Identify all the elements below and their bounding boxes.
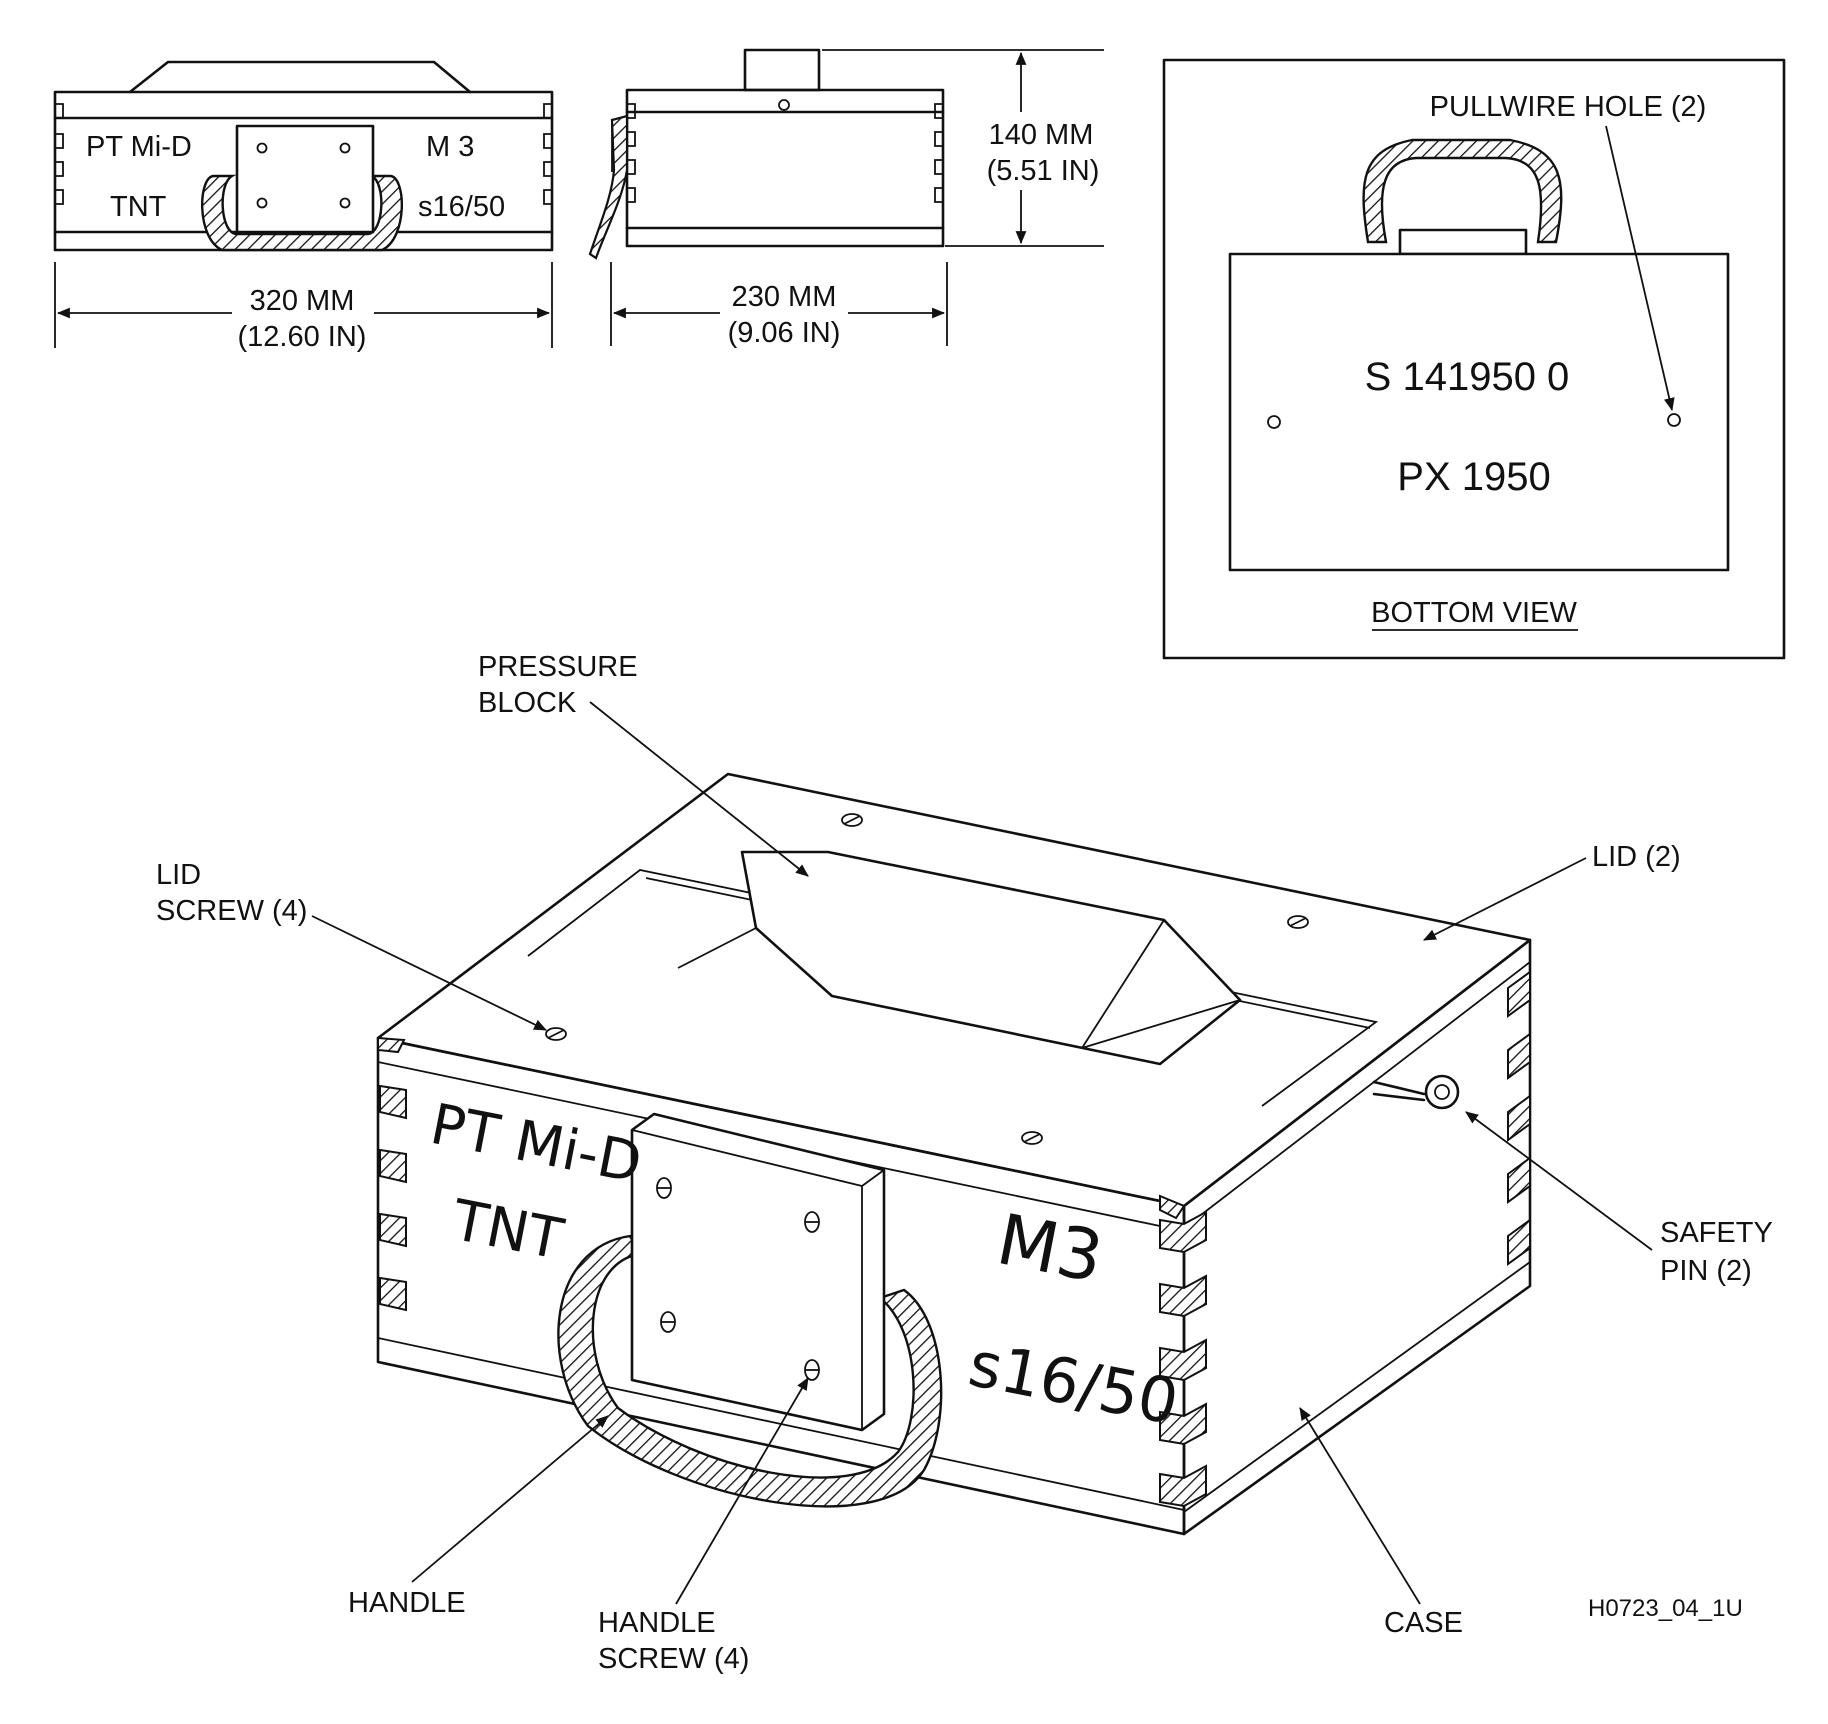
callout-pressure-block-line2: BLOCK (478, 687, 577, 719)
iso-handle-screws (656, 1177, 820, 1381)
iso-handle-icon (557, 1234, 943, 1508)
bottom-view-caption: BOTTOM VIEW (1371, 597, 1577, 629)
callout-handle: HANDLE (348, 1587, 466, 1619)
side-view: 230 MM (9.06 IN) 140 MM (5.51 IN) (588, 48, 1104, 349)
width-in-label: (12.60 IN) (238, 321, 367, 353)
depth-mm-label: 230 MM (732, 281, 837, 313)
side-handle-icon (588, 114, 629, 260)
callout-handle-screw-line1: HANDLE (598, 1607, 716, 1639)
pullwire-hole-left (1267, 415, 1281, 429)
callout-safety-pin-line1: SAFETY (1660, 1217, 1773, 1249)
callouts: PRESSURE BLOCK LID SCREW (4) LID (2) SAF… (156, 651, 1773, 1675)
bottom-view-panel: PULLWIRE HOLE (2) S 141950 0 PX 1950 BOT… (1162, 58, 1786, 660)
figure-id: H0723_04_1U (1588, 1595, 1743, 1622)
iso-pressure-block (740, 850, 1242, 1066)
callout-lid: LID (2) (1592, 841, 1681, 873)
pullwire-hole-right (1667, 413, 1681, 427)
height-mm-label: 140 MM (989, 119, 1094, 151)
iso-marking-lot: s16/50 (963, 1327, 1184, 1439)
width-mm-label: 320 MM (250, 285, 355, 317)
front-plate-screws (256, 142, 351, 209)
bottom-handle-icon (1362, 138, 1563, 244)
front-marking-lot: s16/50 (418, 191, 505, 223)
front-handle-icon (200, 174, 404, 252)
iso-side-face (1182, 938, 1532, 1536)
bottom-stamp-px: PX 1950 (1397, 455, 1550, 499)
callout-lid-screw-line1: LID (156, 859, 201, 891)
pullwire-hole-label: PULLWIRE HOLE (2) (1430, 91, 1707, 123)
side-height-dimension: 140 MM (5.51 IN) (822, 49, 1104, 247)
callout-safety-pin-line2: PIN (2) (1660, 1255, 1752, 1287)
callout-handle-screw-line2: SCREW (4) (598, 1643, 749, 1675)
side-depth-dimension: 230 MM (9.06 IN) (610, 262, 948, 349)
height-in-label: (5.51 IN) (987, 155, 1100, 187)
iso-marking-tnt: TNT (446, 1188, 568, 1273)
isometric-view: PT Mi-D TNT M3 s16/50 (376, 772, 1532, 1536)
callout-lid-screw-line2: SCREW (4) (156, 895, 307, 927)
front-marking-m3: M 3 (426, 131, 474, 163)
front-view: PT Mi-D TNT M 3 s16/50 320 MM (12.60 IN) (53, 60, 554, 353)
front-width-dimension: 320 MM (12.60 IN) (54, 262, 553, 353)
front-marking-tnt: TNT (110, 191, 167, 223)
callout-pressure-block-line1: PRESSURE (478, 651, 638, 683)
depth-in-label: (9.06 IN) (728, 317, 841, 349)
iso-handle-plate (630, 1112, 886, 1432)
side-dovetails (627, 103, 943, 203)
front-marking-ptmid: PT Mi-D (86, 131, 192, 163)
front-dovetails (55, 103, 552, 205)
callout-case: CASE (1384, 1607, 1463, 1639)
iso-marking-ptmid: PT Mi-D (425, 1092, 646, 1196)
bottom-stamp-serial: S 141950 0 (1365, 355, 1570, 399)
iso-safety-pin-icon (1372, 1074, 1460, 1110)
iso-lid-screws (545, 813, 1309, 1145)
iso-dovetails (377, 970, 1531, 1508)
iso-marking-m3: M3 (991, 1198, 1110, 1299)
